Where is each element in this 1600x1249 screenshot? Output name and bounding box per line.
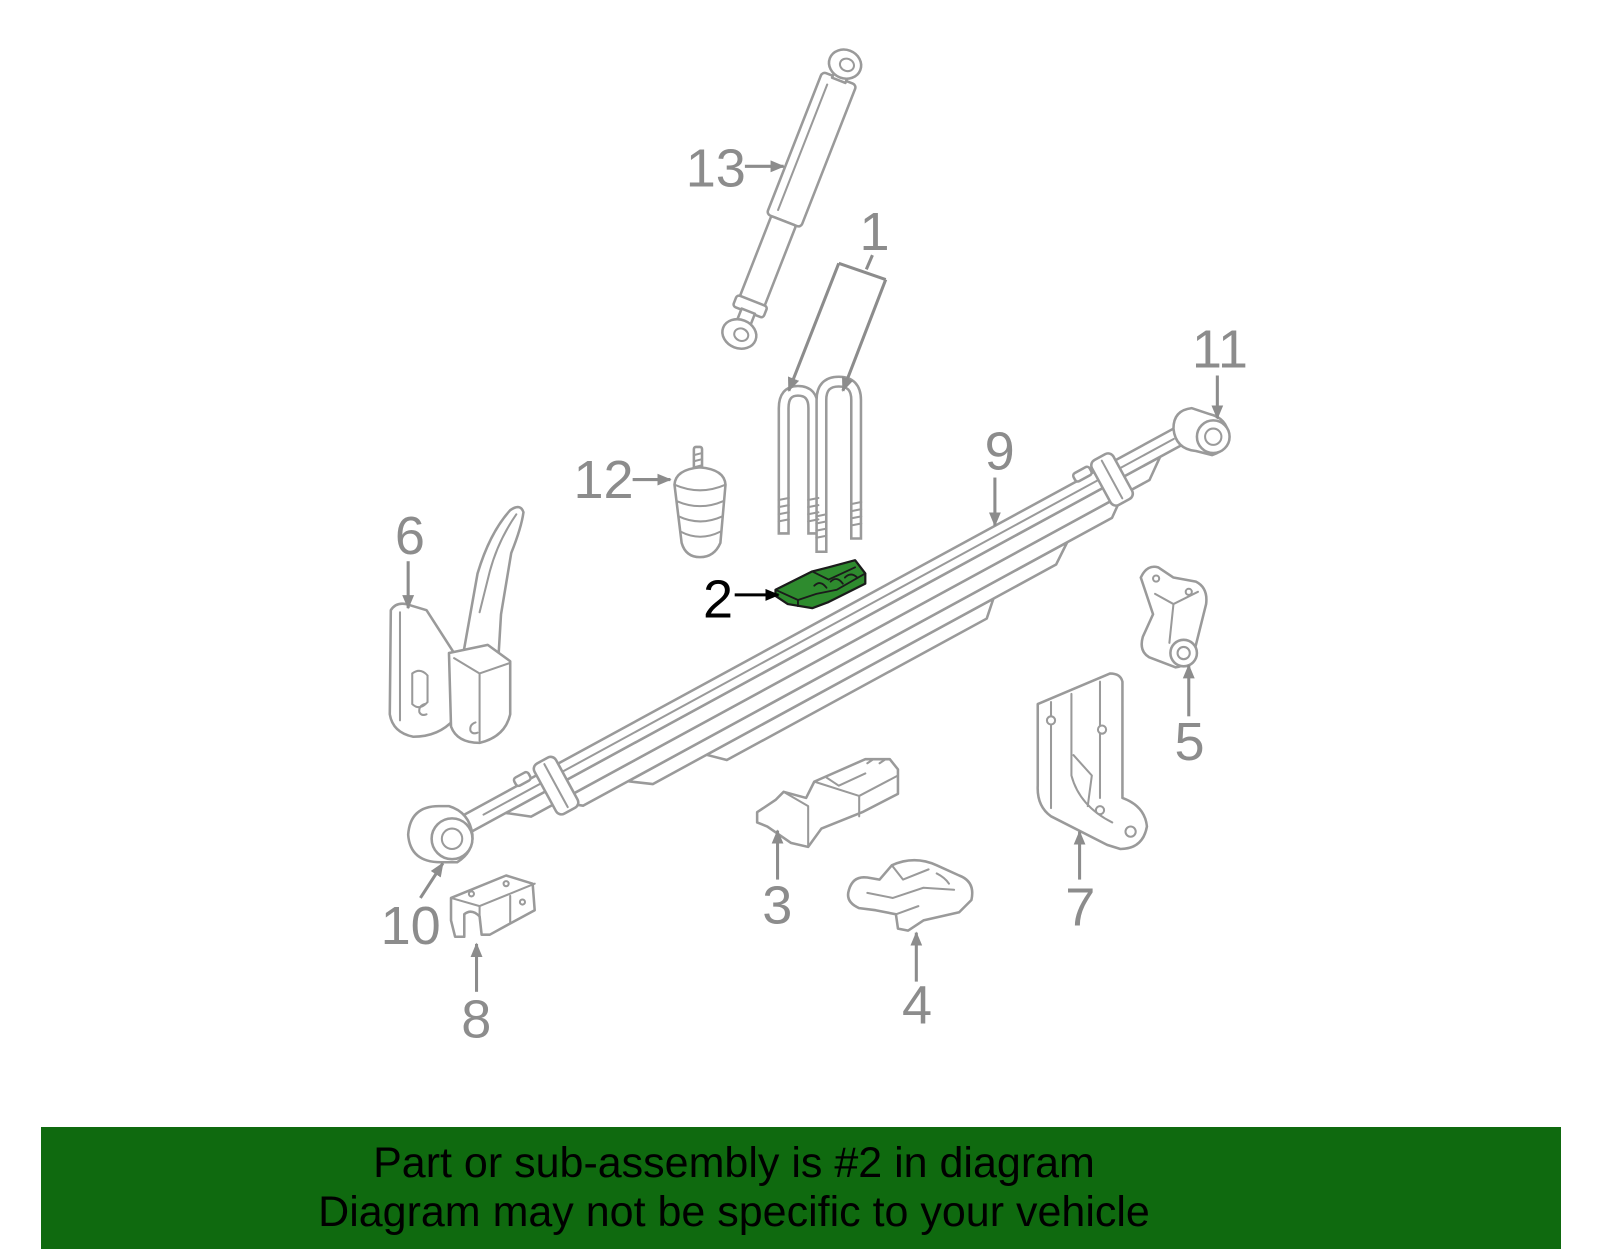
highlighted-part-2	[774, 559, 867, 610]
spring-seat-plate	[846, 858, 974, 932]
shackle-bracket-edges	[1154, 590, 1199, 644]
spring-hanger-bracket-front	[388, 505, 525, 745]
bracket-rear-body	[1036, 672, 1149, 851]
callout-1-arrow-rear	[841, 279, 888, 392]
callout-8-label: 8	[461, 990, 491, 1050]
bump-stop	[673, 445, 727, 559]
bracket-front-plate	[388, 602, 456, 739]
callout-12: 12	[573, 450, 672, 510]
leaf-spring-main-leaf-line	[482, 437, 1175, 816]
shackle-bracket	[1139, 565, 1208, 669]
callout-7: 7	[1065, 830, 1095, 938]
callout-13-label: 13	[686, 139, 746, 199]
spring-hanger-bracket-rear	[1036, 672, 1149, 851]
shock-lower-eye-hole	[733, 327, 750, 342]
spring-seat-plate-body	[846, 858, 974, 932]
bracket-rear-hole-1	[1045, 715, 1057, 726]
callout-11-label: 11	[1192, 319, 1248, 379]
callout-7-label: 7	[1065, 878, 1095, 938]
callout-6: 6	[395, 506, 425, 610]
bracket-rear-hole-4	[1124, 825, 1137, 838]
leaf-spring-front-eye-bore	[1204, 427, 1223, 446]
callout-9: 9	[985, 421, 1015, 527]
leaf-spring-rear-eye-bore	[440, 827, 464, 850]
shackle-hole-1	[1152, 574, 1161, 583]
info-banner-text: Part or sub-assembly is #2 in diagram Di…	[0, 1139, 1468, 1237]
highlighted-part-2-edges	[774, 566, 867, 608]
leaf-spring-nub-left	[512, 770, 532, 788]
spring-block	[449, 874, 536, 939]
bracket-front-box-edges	[398, 611, 511, 742]
shock-absorber	[721, 48, 863, 350]
spring-block-body	[449, 874, 536, 939]
spring-block-edges	[449, 882, 536, 924]
leaf-spring-nub-right	[1071, 465, 1093, 483]
leaf-spring-clip-right-line	[1100, 459, 1124, 500]
leaf-spring	[406, 406, 1231, 864]
bracket-rear-hole-3	[1094, 805, 1106, 816]
callout-1-label: 1	[859, 202, 889, 262]
callout-2: 2	[703, 569, 780, 629]
spring-seat-plate-edges	[866, 864, 956, 916]
callout-8: 8	[461, 942, 491, 1050]
callout-10: 10	[381, 862, 445, 956]
bracket-front-slot	[411, 669, 429, 709]
callout-11: 11	[1192, 319, 1248, 420]
callout-4-label: 4	[902, 975, 932, 1035]
callout-10-arrow	[419, 862, 445, 899]
shackle-hole-2	[1184, 587, 1193, 596]
callout-5-label: 5	[1174, 712, 1204, 772]
u-bolt-thread-lines	[777, 496, 863, 539]
leaf-spring-clip-left-line	[543, 763, 569, 809]
callout-4: 4	[902, 931, 932, 1035]
shackle-eye-bore	[1176, 645, 1191, 661]
bracket-rear-hole-2	[1096, 724, 1108, 735]
highlighted-part-2-body	[774, 559, 867, 610]
spring-block-hole-3	[518, 898, 527, 906]
callout-2-label: 2	[703, 569, 733, 629]
callout-6-label: 6	[395, 506, 425, 566]
banner-line-1: Part or sub-assembly is #2 in diagram	[373, 1139, 1095, 1187]
shock-upper-eye-hole	[838, 57, 856, 73]
bracket-front-bolt-marks	[418, 703, 479, 735]
bump-stop-body	[673, 466, 727, 559]
callout-5: 5	[1174, 664, 1205, 772]
info-banner: Part or sub-assembly is #2 in diagram Di…	[41, 1127, 1561, 1249]
bracket-rear-edges	[1049, 680, 1114, 824]
callout-3-label: 3	[762, 875, 792, 935]
callout-1: 1	[787, 202, 890, 392]
spring-block-hole-1	[467, 890, 475, 898]
callout-13: 13	[686, 139, 785, 199]
callout-12-label: 12	[573, 450, 633, 510]
shock-tube-highlight	[777, 83, 829, 211]
spring-block-hole-2	[502, 880, 510, 888]
banner-line-2: Diagram may not be specific to your vehi…	[318, 1188, 1150, 1236]
bracket-front-fin-edge	[478, 513, 518, 614]
callout-10-label: 10	[381, 896, 441, 956]
bump-stop-ribs	[673, 483, 727, 538]
shock-lower-tube	[737, 215, 797, 311]
u-bolts	[777, 375, 863, 554]
callout-1-arrow-front	[787, 262, 841, 392]
spacer-bracket-edges	[782, 758, 899, 848]
u-bolt-rear-fill	[817, 378, 860, 551]
callout-1-leader	[838, 254, 887, 282]
callout-9-label: 9	[985, 421, 1015, 481]
bracket-front-fin	[459, 505, 525, 667]
callout-3: 3	[762, 829, 792, 935]
